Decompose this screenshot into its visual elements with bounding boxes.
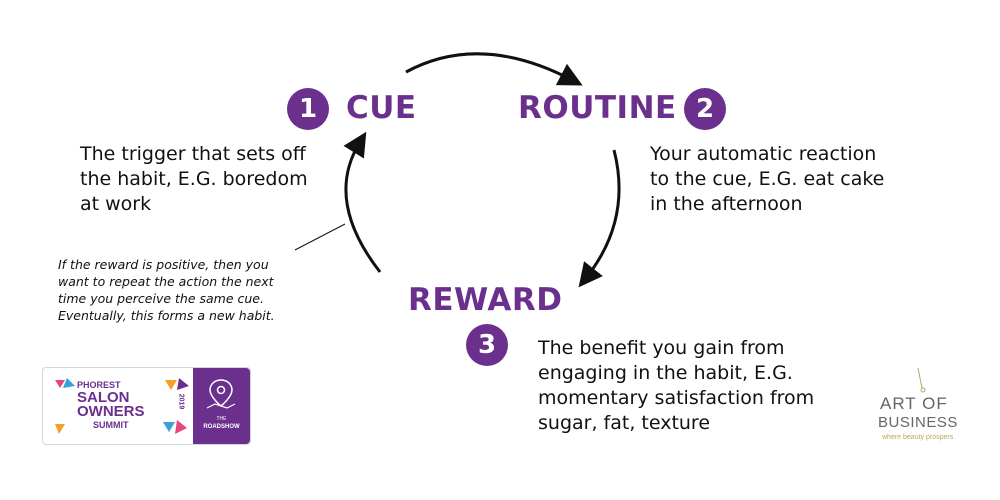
reward-desc-line: engaging in the habit, E.G. bbox=[538, 362, 793, 384]
note-line: time you perceive the same cue. bbox=[58, 291, 264, 306]
summit-line-owners: OWNERS bbox=[77, 403, 145, 420]
summit-brand: PHOREST bbox=[77, 380, 121, 390]
reward-desc-line: sugar, fat, texture bbox=[538, 412, 711, 434]
roadshow-panel: THE ROADSHOW bbox=[193, 368, 250, 444]
summit-logo-text: PHOREST SALON OWNERS SUMMIT bbox=[53, 376, 193, 436]
note-line: If the reward is positive, then you bbox=[58, 257, 269, 272]
aob-tagline: where beauty prospers bbox=[882, 434, 954, 441]
roadshow-tag: ROADSHOW bbox=[203, 424, 240, 430]
routine-heading: ROUTINE bbox=[518, 90, 677, 126]
aob-word-business: BUSINESS bbox=[878, 414, 958, 431]
summit-year: 2019 bbox=[177, 393, 185, 410]
routine-number-badge: 2 bbox=[684, 88, 726, 130]
aob-flourish-icon bbox=[917, 367, 926, 393]
note-pointer-line bbox=[294, 223, 346, 251]
routine-desc-line: Your automatic reaction bbox=[650, 143, 877, 165]
routine-description: Your automatic reaction to the cue, E.G.… bbox=[650, 142, 884, 217]
cue-desc-line: the habit, E.G. boredom bbox=[80, 168, 308, 190]
arrow-cue-to-routine bbox=[405, 52, 583, 86]
routine-desc-line: in the afternoon bbox=[650, 193, 803, 215]
cue-heading: CUE bbox=[346, 90, 417, 126]
reward-number-badge: 3 bbox=[466, 324, 508, 366]
art-of-business-logo: ART OF BUSINESS where beauty prospers bbox=[860, 366, 980, 456]
feedback-note: If the reward is positive, then you want… bbox=[58, 256, 275, 324]
cue-desc-line: The trigger that sets off bbox=[80, 143, 306, 165]
triangle-pattern-icon bbox=[55, 378, 189, 434]
note-line: want to repeat the action the next bbox=[58, 274, 274, 289]
reward-desc-line: momentary satisfaction from bbox=[538, 387, 815, 409]
roadshow-tag-the: THE bbox=[216, 416, 227, 422]
note-line: Eventually, this forms a new habit. bbox=[58, 308, 275, 323]
map-pin-icon bbox=[206, 379, 236, 409]
cue-description: The trigger that sets off the habit, E.G… bbox=[80, 142, 308, 217]
reward-heading: REWARD bbox=[408, 282, 563, 318]
reward-description: The benefit you gain from engaging in th… bbox=[538, 336, 814, 436]
salon-owners-summit-logo: PHOREST SALON OWNERS SUMMIT 2019 THE ROA… bbox=[42, 367, 251, 445]
summit-line-summit: SUMMIT bbox=[93, 420, 129, 430]
cue-desc-line: at work bbox=[80, 193, 152, 215]
aob-line1: ART OF bbox=[880, 394, 948, 414]
arrow-reward-to-cue bbox=[343, 131, 382, 273]
cue-number-badge: 1 bbox=[287, 88, 329, 130]
aob-word-of: OF bbox=[922, 394, 948, 413]
routine-desc-line: to the cue, E.G. eat cake bbox=[650, 168, 885, 190]
summit-line-salon: SALON bbox=[77, 389, 130, 406]
arrow-routine-to-reward bbox=[578, 149, 621, 288]
aob-word-art: ART bbox=[880, 394, 917, 413]
reward-desc-line: The benefit you gain from bbox=[538, 337, 785, 359]
